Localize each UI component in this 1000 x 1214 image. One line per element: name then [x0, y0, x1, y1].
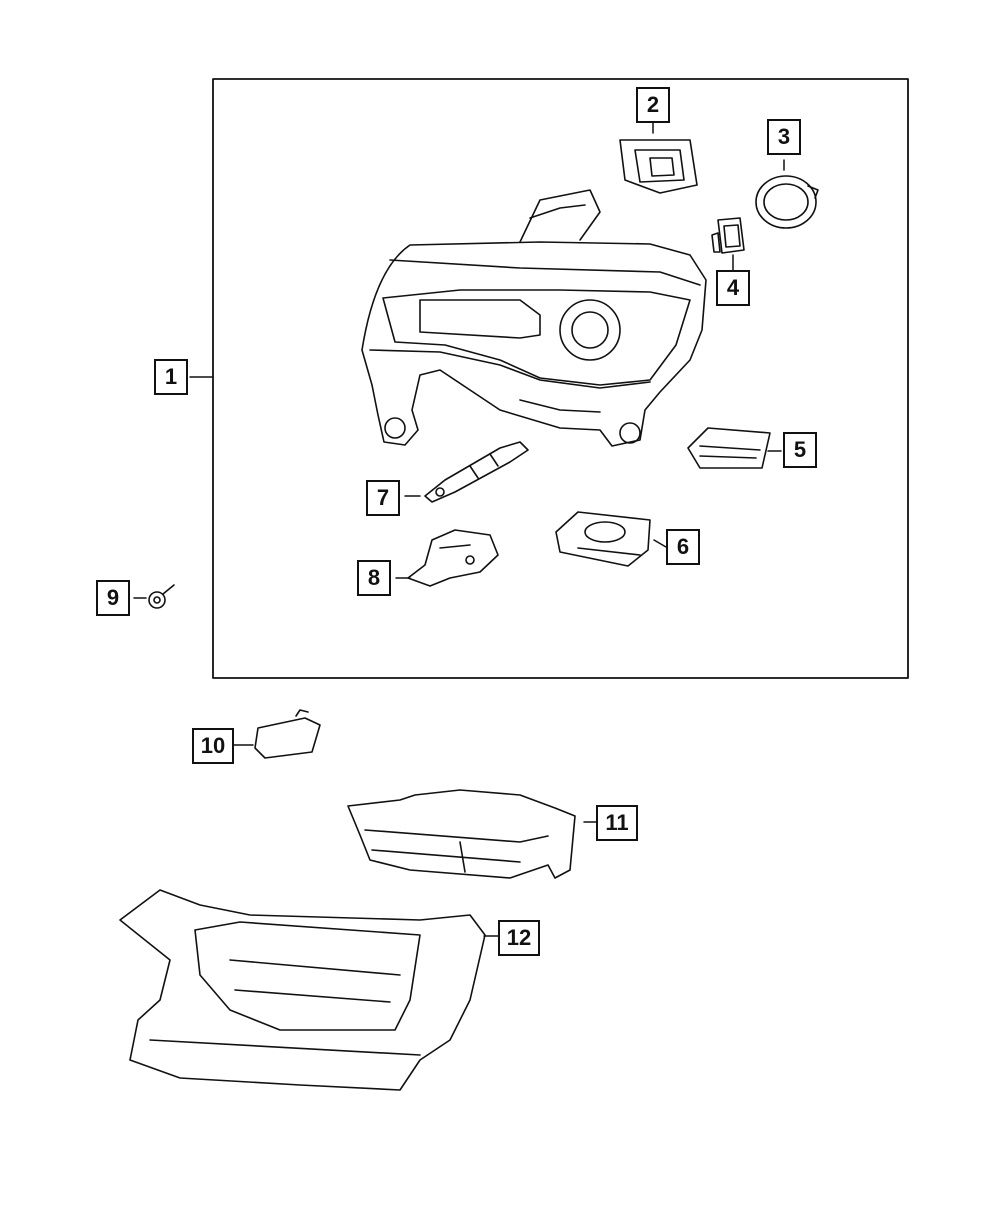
control-module-drawing	[687, 427, 771, 469]
callout-5: 5	[783, 432, 817, 468]
callout-1: 1	[154, 359, 188, 395]
callout-12: 12	[498, 920, 540, 956]
screw-drawing	[148, 584, 175, 609]
callout-6: 6	[666, 529, 700, 565]
callout-3: 3	[767, 119, 801, 155]
assembly-frame	[212, 78, 909, 679]
led-driver-drawing	[555, 511, 651, 567]
headlamp-assembly-drawing	[361, 189, 707, 447]
callout-2: 2	[636, 87, 670, 123]
callout-10: 10	[192, 728, 234, 764]
callout-11: 11	[596, 805, 638, 841]
bulb-drawing	[711, 217, 745, 254]
ballast-drawing	[619, 139, 698, 194]
callout-7: 7	[366, 480, 400, 516]
callout-9: 9	[96, 580, 130, 616]
callout-4: 4	[716, 270, 750, 306]
callout-8: 8	[357, 560, 391, 596]
cap-drawing	[254, 709, 321, 759]
cover-ring-drawing	[755, 175, 819, 229]
leader-lines	[133, 121, 785, 937]
washer-nozzle-drawing	[424, 441, 529, 503]
fog-lamp-drawing	[347, 789, 576, 879]
bezel-drawing	[119, 889, 486, 1091]
bracket-drawing	[407, 529, 499, 587]
